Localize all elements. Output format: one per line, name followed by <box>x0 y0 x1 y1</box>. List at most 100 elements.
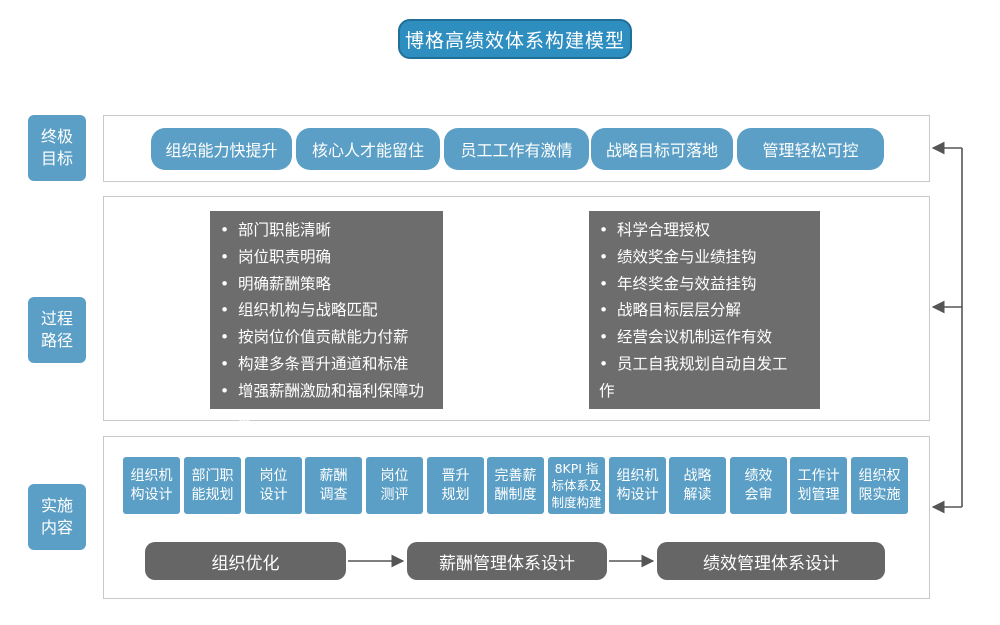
impl-item-line: 设计 <box>259 486 288 503</box>
row-label-process-line2: 路径 <box>40 331 73 350</box>
impl-item: 8KPI 指标体系及制度构建 <box>548 457 605 514</box>
list-item: • 经营会议机制运作有效 <box>599 324 812 351</box>
impl-item-line: 薪酬 <box>319 467 348 484</box>
impl-item-line: 会审 <box>744 486 773 503</box>
impl-item-line: 规划 <box>441 486 470 503</box>
impl-item: 绩效会审 <box>730 457 787 514</box>
list-item: • 按岗位价值贡献能力付薪 <box>220 324 435 351</box>
impl-item-line: 构设计 <box>616 486 659 503</box>
list-item-text: 作 <box>599 381 615 400</box>
impl-item-line: 能规划 <box>191 486 234 503</box>
bullet-icon: • <box>599 354 609 373</box>
list-item: • 组织机构与战略匹配 <box>220 297 435 324</box>
bullet-icon: • <box>599 328 609 347</box>
impl-item: 组织机构设计 <box>609 457 666 514</box>
row-label-impl-line2: 内容 <box>40 518 73 537</box>
row-label-goal: 终极 目标 <box>28 115 86 181</box>
bullet-icon: • <box>599 247 609 266</box>
list-item: • 科学合理授权 <box>599 217 812 244</box>
list-item: • 增强薪酬激励和福利保障功能 <box>220 378 435 432</box>
list-item-text: 构建多条晋升通道和标准 <box>238 354 409 373</box>
impl-item-line: 制度构建 <box>551 495 602 510</box>
bullet-icon: • <box>220 328 230 347</box>
impl-item-line: 构设计 <box>130 486 173 503</box>
list-item: • 绩效奖金与业绩挂钩 <box>599 244 812 271</box>
list-item-text: 年终奖金与效益挂钩 <box>617 274 757 293</box>
impl-item-line: 完善薪 <box>494 467 537 484</box>
impl-item-line: 岗位 <box>380 467 409 484</box>
bullet-icon: • <box>220 381 230 400</box>
list-item: • 员工自我规划自动自发工 <box>599 351 812 378</box>
row-label-goal-line2: 目标 <box>40 149 73 168</box>
impl-item: 组织权限实施 <box>851 457 908 514</box>
impl-item-line: 晋升 <box>441 467 470 484</box>
list-item-text: 绩效奖金与业绩挂钩 <box>617 247 757 266</box>
diagram-title: 博格高绩效体系构建模型 <box>398 19 632 59</box>
impl-item-line: 测评 <box>380 486 409 503</box>
impl-item: 晋升规划 <box>427 457 484 514</box>
goal-item: 核心人才能留住 <box>296 128 440 170</box>
bullet-icon: • <box>220 274 230 293</box>
impl-item-line: 绩效 <box>744 467 773 484</box>
stage-org-optimization: 组织优化 <box>145 542 346 580</box>
impl-item: 岗位测评 <box>366 457 423 514</box>
list-item-text: 经营会议机制运作有效 <box>617 328 773 347</box>
list-item: • 部门职能清晰 <box>220 217 435 244</box>
bullet-icon: • <box>220 354 230 373</box>
impl-item: 完善薪酬制度 <box>487 457 544 514</box>
process-list-right: •科学合理授权 •绩效奖金与业绩挂钩 •年终奖金与效益挂钩 •战略目标层层分解 … <box>589 211 820 409</box>
list-item-text: 明确薪酬策略 <box>238 274 332 293</box>
impl-item-line: 酬制度 <box>494 486 537 503</box>
bullet-icon: • <box>220 247 230 266</box>
list-item: • 明确薪酬策略 <box>220 271 435 298</box>
bullet-icon: • <box>220 221 230 239</box>
goal-item: 员工工作有激情 <box>444 128 589 170</box>
goal-item: 组织能力快提升 <box>151 128 292 170</box>
list-item-text: 组织机构与战略匹配 <box>238 301 378 320</box>
row-label-process: 过程 路径 <box>28 297 86 363</box>
row-label-goal-line1: 终极 <box>40 127 73 146</box>
impl-item-line: 组织权 <box>858 467 901 484</box>
impl-item-line: 部门职 <box>191 467 234 484</box>
stage-performance-design: 绩效管理体系设计 <box>657 542 885 580</box>
impl-item-line: 工作计 <box>797 467 840 484</box>
impl-item: 岗位设计 <box>245 457 302 514</box>
list-item-text: 部门职能清晰 <box>238 221 332 239</box>
list-item-text: 增强薪酬激励和福利保障功能 <box>238 381 425 427</box>
goal-item: 战略目标可落地 <box>591 128 733 170</box>
list-item: • 年终奖金与效益挂钩 <box>599 271 812 298</box>
bullet-icon: • <box>599 301 609 320</box>
impl-item-line: 解读 <box>683 486 712 503</box>
stage-compensation-design: 薪酬管理体系设计 <box>407 542 607 580</box>
impl-item: 组织机构设计 <box>123 457 180 514</box>
list-item-text: 员工自我规划自动自发工 <box>617 354 788 373</box>
process-list-left: • 部门职能清晰 • 岗位职责明确 • 明确薪酬策略 • 组织机构与战略匹配 • 按岗位价… <box>210 211 443 427</box>
impl-item: 工作计划管理 <box>790 457 847 514</box>
impl-item-line: 岗位 <box>259 467 288 484</box>
bullet-icon: • <box>599 221 609 239</box>
list-item-text: 科学合理授权 <box>617 221 711 239</box>
impl-item-line: 8KPI 指 <box>554 461 599 476</box>
list-item-continuation: 作 <box>599 378 812 405</box>
impl-item-line: 划管理 <box>797 486 840 503</box>
impl-item-line: 战略 <box>683 467 712 484</box>
list-item-text: 岗位职责明确 <box>238 247 332 266</box>
list-item: • 构建多条晋升通道和标准 <box>220 351 435 378</box>
bullet-icon: • <box>220 301 230 320</box>
impl-item-line: 限实施 <box>858 486 901 503</box>
list-item-text: 战略目标层层分解 <box>617 301 742 320</box>
bullet-icon: • <box>599 274 609 293</box>
row-label-process-line1: 过程 <box>40 309 73 328</box>
list-item-text: 按岗位价值贡献能力付薪 <box>238 328 409 347</box>
row-label-impl: 实施 内容 <box>28 484 86 550</box>
impl-item-line: 调查 <box>319 486 348 503</box>
impl-item: 战略解读 <box>669 457 726 514</box>
goal-item: 管理轻松可控 <box>737 128 884 170</box>
impl-item-line: 组织机 <box>616 467 659 484</box>
list-item: • 岗位职责明确 <box>220 244 435 271</box>
impl-item-line: 标体系及 <box>551 478 602 493</box>
impl-item: 部门职能规划 <box>184 457 241 514</box>
row-label-impl-line1: 实施 <box>40 496 73 515</box>
impl-item-line: 组织机 <box>130 467 173 484</box>
list-item: • 战略目标层层分解 <box>599 297 812 324</box>
